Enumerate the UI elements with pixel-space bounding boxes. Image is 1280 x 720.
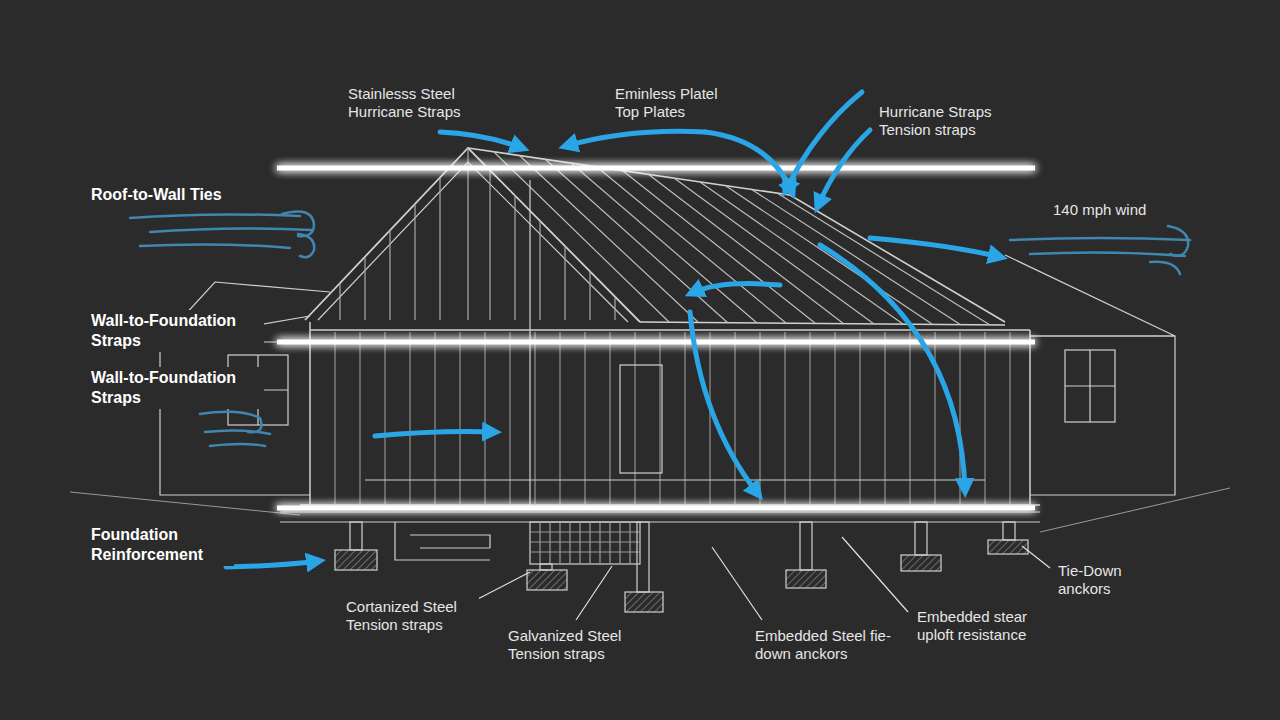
force-arrow	[440, 132, 522, 148]
callout-label: Wall-to-Foundation Straps	[88, 310, 264, 352]
door-frame	[620, 365, 662, 473]
wind-swirls	[130, 212, 1190, 446]
pier-post	[800, 522, 812, 570]
force-arrow	[786, 92, 862, 190]
callout-label: Tie-Down anckors	[1055, 561, 1145, 599]
callout-label: 140 mph wind	[1050, 200, 1149, 220]
force-arrow	[226, 561, 318, 567]
pier-footing	[527, 570, 567, 590]
roof-rafters	[494, 152, 990, 325]
callout-label: Roof-to-Wall Ties	[88, 184, 225, 206]
pier-footing	[335, 550, 377, 570]
right-roof	[1005, 255, 1175, 336]
gable-studs	[340, 148, 615, 320]
steps	[395, 522, 490, 560]
callout-label: Wall-to-Foundation Straps	[88, 367, 264, 409]
pier-post	[637, 522, 649, 592]
force-arrow	[820, 245, 965, 490]
wall-studs	[335, 332, 1010, 505]
gable-outline	[305, 148, 640, 322]
callout-label: Galvanized Steel Tension straps	[505, 626, 641, 664]
wind-curl	[282, 212, 314, 258]
pier-post	[1003, 522, 1015, 540]
wind-line	[130, 214, 312, 248]
wind-line	[1010, 238, 1190, 256]
leader-line	[712, 547, 762, 620]
roof-outline	[468, 148, 1005, 325]
left-wing	[160, 342, 310, 495]
floor-beam	[280, 512, 1040, 522]
level-bar	[277, 506, 1035, 511]
lattice-grid	[530, 522, 640, 564]
house-frame	[160, 148, 1175, 505]
lattice-frame	[530, 522, 640, 564]
pier-post	[350, 522, 362, 550]
pier-footing	[625, 592, 663, 612]
pier-footing	[988, 540, 1028, 554]
force-arrow	[870, 238, 1000, 257]
callout-label: Hurricane Straps Tension straps	[876, 102, 1014, 140]
leader-line	[842, 537, 908, 612]
pier-post	[915, 522, 927, 555]
leader-line	[1022, 546, 1050, 568]
pier-footing	[786, 570, 826, 588]
force-arrow	[705, 132, 792, 192]
leader-line	[576, 566, 612, 620]
leader-line	[472, 572, 530, 602]
force-arrow	[375, 432, 494, 437]
force-arrow	[566, 131, 705, 146]
force-arrows	[226, 92, 1000, 567]
callout-label: Eminless Platel Top Plates	[612, 84, 740, 122]
callout-label: Foundation Reinforcement	[88, 524, 234, 566]
level-bars	[277, 168, 1035, 508]
callout-label: Embedded Steel fie-down anckors	[752, 626, 900, 664]
wind-line	[200, 412, 270, 446]
force-arrow	[818, 130, 870, 206]
window	[1065, 350, 1115, 422]
callout-label: Embedded stear uploft resistance	[914, 607, 1062, 645]
wind-curl	[1150, 226, 1188, 274]
callout-label: Stainlesss Steel Hurricane Straps	[345, 84, 481, 122]
window-mullions	[1065, 350, 1115, 422]
callout-label: Cortanized Steel Tension straps	[343, 597, 479, 635]
pier-footing	[901, 555, 941, 571]
right-wing	[1030, 336, 1175, 495]
pier-post	[540, 564, 552, 570]
level-bar	[277, 166, 1035, 171]
force-arrow	[690, 312, 758, 494]
force-arrow	[692, 284, 780, 293]
